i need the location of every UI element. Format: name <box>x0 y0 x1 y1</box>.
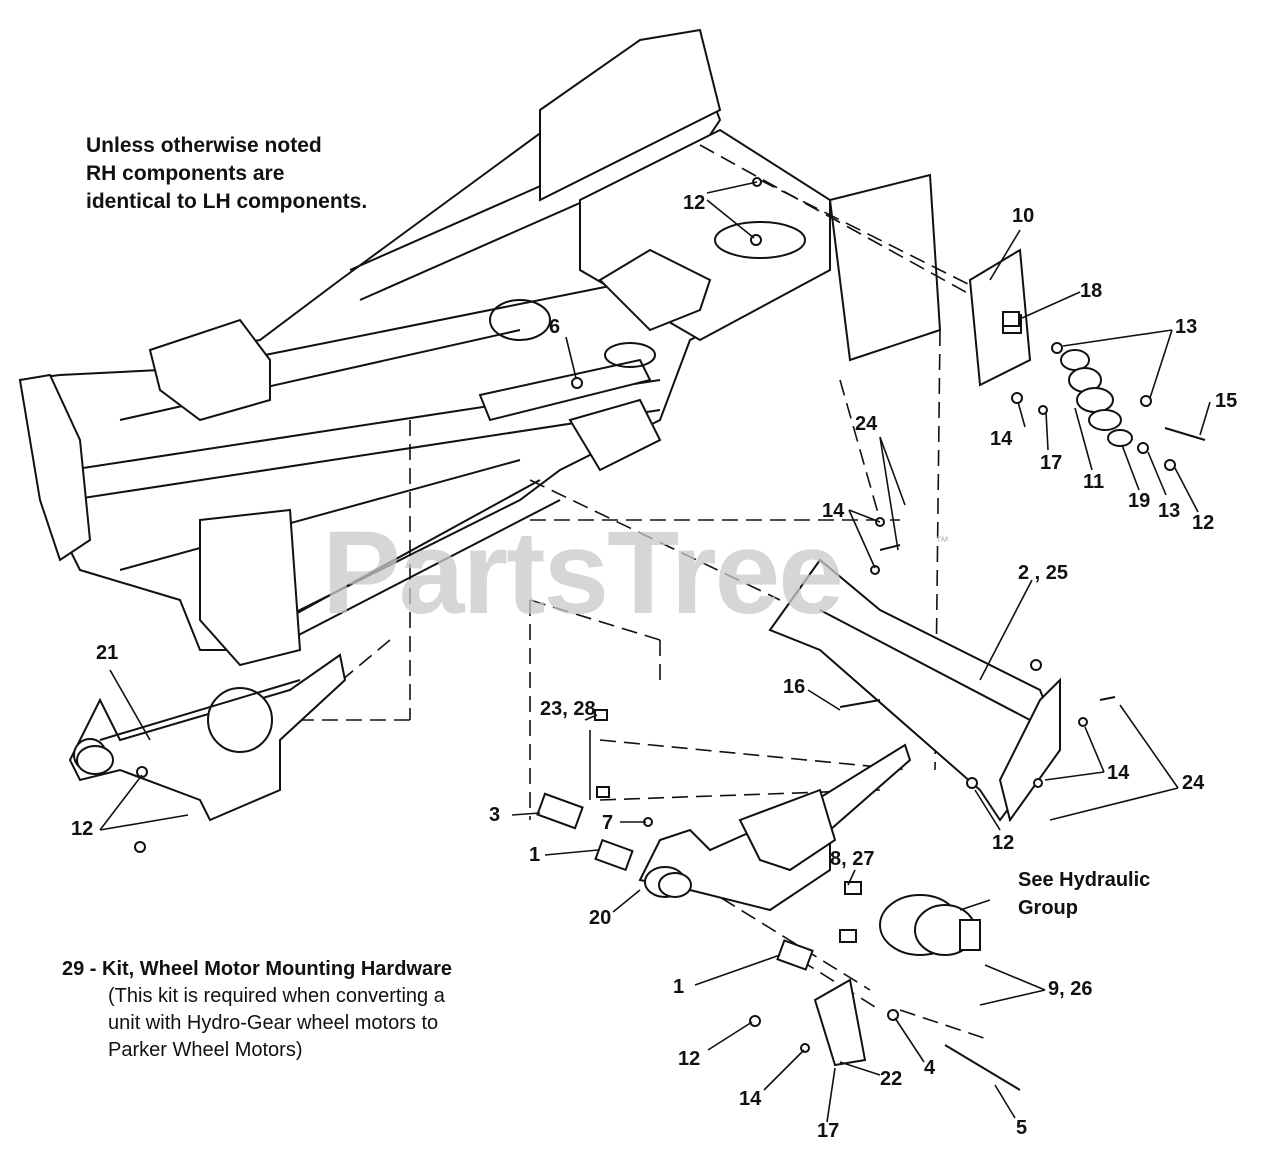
callout-14-mid: 14 <box>822 500 845 522</box>
shock-mount-plate <box>968 248 1032 387</box>
callout-11: 11 <box>1083 471 1105 493</box>
callout-9-26: 9, 26 <box>1048 978 1093 1000</box>
callout-22: 22 <box>880 1068 903 1090</box>
hardware-parts <box>536 311 1206 1091</box>
callout-14: 14 <box>990 428 1013 450</box>
see-hydraulic-line-1: See Hydraulic <box>1018 869 1151 891</box>
shock-absorber <box>1060 349 1133 447</box>
kit-desc-line-2: unit with Hydro-Gear wheel motors to <box>108 1012 439 1034</box>
hydraulic-motor <box>879 894 981 956</box>
callout-1-lower: 1 <box>673 976 685 998</box>
callout-1: 1 <box>529 844 541 866</box>
callout-17: 17 <box>1040 452 1063 474</box>
general-note: Unless otherwise noted RH components are… <box>86 132 367 216</box>
callout-12-right: 12 <box>1192 512 1215 534</box>
nuts-and-washers <box>134 177 1176 1053</box>
callout-3: 3 <box>489 804 501 826</box>
rh-motor-bracket <box>638 743 912 912</box>
lh-motor-bracket <box>68 653 347 822</box>
callout-18: 18 <box>1080 280 1103 302</box>
note-line-1: Unless otherwise noted <box>86 134 322 157</box>
kit-desc-line-3: Parker Wheel Motors) <box>108 1039 303 1061</box>
callout-12-lower: 12 <box>678 1048 701 1070</box>
kit-note: 29 - Kit, Wheel Motor Mounting Hardware … <box>62 956 452 1064</box>
see-hydraulic-group: See Hydraulic Group <box>1018 866 1150 922</box>
callout-13-lower: 13 <box>1158 500 1181 522</box>
callout-16: 16 <box>783 676 806 698</box>
callout-20: 20 <box>589 907 612 929</box>
callout-8-27: 8, 27 <box>830 848 875 870</box>
kit-desc-line-1: (This kit is required when converting a <box>108 985 445 1007</box>
callout-5: 5 <box>1016 1117 1028 1139</box>
callout-24-right: 24 <box>1182 772 1205 794</box>
callout-12: 12 <box>683 192 706 214</box>
see-hydraulic-line-2: Group <box>1018 897 1078 919</box>
cross-channel <box>768 558 1062 823</box>
callout-14-lower: 14 <box>739 1088 762 1110</box>
callout-17-lower: 17 <box>817 1120 840 1142</box>
callout-12-channel: 12 <box>992 832 1015 854</box>
note-line-2: RH components are <box>86 162 285 185</box>
watermark-text: PartsTree <box>322 507 844 639</box>
callout-2-25: 2 , 25 <box>1018 562 1069 584</box>
callout-4: 4 <box>924 1057 936 1079</box>
callout-15: 15 <box>1215 390 1238 412</box>
kit-title: 29 - Kit, Wheel Motor Mounting Hardware <box>62 958 453 980</box>
assembly-guide-lines <box>270 144 991 1041</box>
callout-6: 6 <box>549 316 561 338</box>
callout-14-right: 14 <box>1107 762 1130 784</box>
note-line-3: identical to LH components. <box>86 190 368 213</box>
trademark-symbol: ™ <box>935 533 949 549</box>
callout-24: 24 <box>855 413 878 435</box>
callout-10: 10 <box>1012 205 1035 227</box>
callout-13: 13 <box>1175 316 1198 338</box>
callout-21: 21 <box>96 642 119 664</box>
callout-19: 19 <box>1128 490 1151 512</box>
callout-7: 7 <box>602 812 614 834</box>
callout-23-28: 23, 28 <box>540 698 596 720</box>
leader-lines <box>99 181 1211 1123</box>
callout-12-left: 12 <box>71 818 94 840</box>
